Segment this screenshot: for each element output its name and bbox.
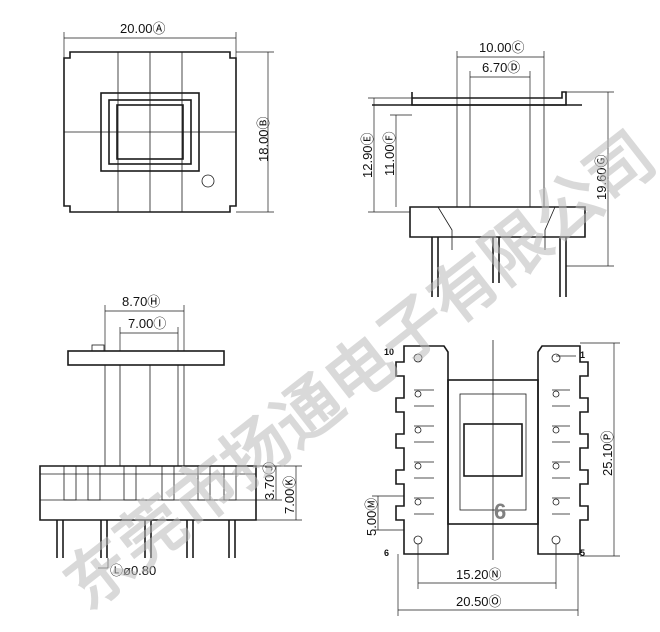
pin-5-label: 5: [580, 548, 585, 558]
dim-i-label: 7.00Ⓘ: [128, 316, 166, 331]
dim-f-label: 11.00Ⓕ: [382, 131, 397, 176]
dim-g-label: 19.60Ⓖ: [594, 154, 609, 200]
figure-number: 6: [494, 499, 506, 524]
dim-m-label: 5.00Ⓜ: [364, 498, 379, 536]
front-view: [39, 305, 302, 569]
dim-n-label: 15.20Ⓝ: [456, 567, 502, 582]
dim-d-label: 6.70Ⓓ: [482, 60, 520, 75]
company-watermark: 东莞市扬通电子有限公司: [50, 117, 660, 625]
dim-l-label: Ⓛø0.80: [110, 563, 156, 578]
pin-1-label: 1: [580, 350, 585, 360]
top-view: [63, 32, 274, 213]
pin-10-label: 10: [384, 347, 394, 357]
bottom-view: [372, 340, 620, 616]
dim-b-label: 18.00Ⓑ: [256, 116, 271, 162]
dim-c-label: 10.00Ⓒ: [479, 40, 525, 55]
dim-e-label: 12.90Ⓔ: [360, 132, 375, 178]
dim-j-label: 3.70Ⓙ: [262, 462, 277, 500]
pin-6-label: 6: [384, 548, 389, 558]
dim-h-label: 8.70Ⓗ: [122, 294, 160, 309]
dim-p-label: 25.10Ⓟ: [600, 430, 615, 476]
dim-o-label: 20.50Ⓞ: [456, 594, 502, 609]
side-view: [368, 51, 614, 297]
dim-a-label: 20.00Ⓐ: [120, 21, 166, 36]
dim-k-label: 7.00Ⓚ: [282, 476, 297, 514]
